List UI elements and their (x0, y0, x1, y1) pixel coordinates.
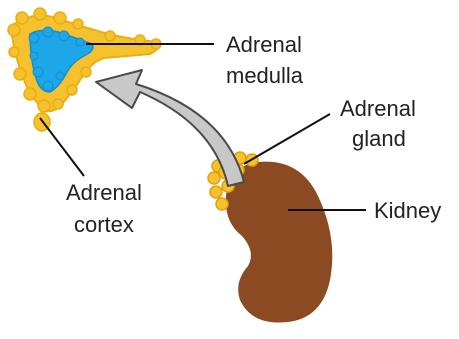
enlarged-adrenal-gland (8, 8, 161, 131)
label-adrenal-medulla-line2: medulla (226, 63, 304, 88)
label-adrenal-cortex-line2: cortex (74, 212, 134, 237)
magnification-arrow (96, 70, 244, 186)
label-kidney: Kidney (374, 198, 441, 223)
label-adrenal-cortex-line1: Adrenal (66, 180, 142, 205)
gland-leader-line (244, 114, 330, 164)
label-adrenal-gland-line1: Adrenal (340, 96, 416, 121)
label-adrenal-gland-line2: gland (352, 126, 406, 151)
kidney-shape (226, 162, 332, 323)
label-adrenal-medulla-line1: Adrenal (226, 32, 302, 57)
label-adrenal-cortex: Adrenal cortex (66, 180, 148, 237)
label-adrenal-medulla: Adrenal medulla (226, 32, 308, 88)
label-adrenal-gland: Adrenal gland (340, 96, 422, 151)
cortex-leader-line (40, 118, 84, 176)
